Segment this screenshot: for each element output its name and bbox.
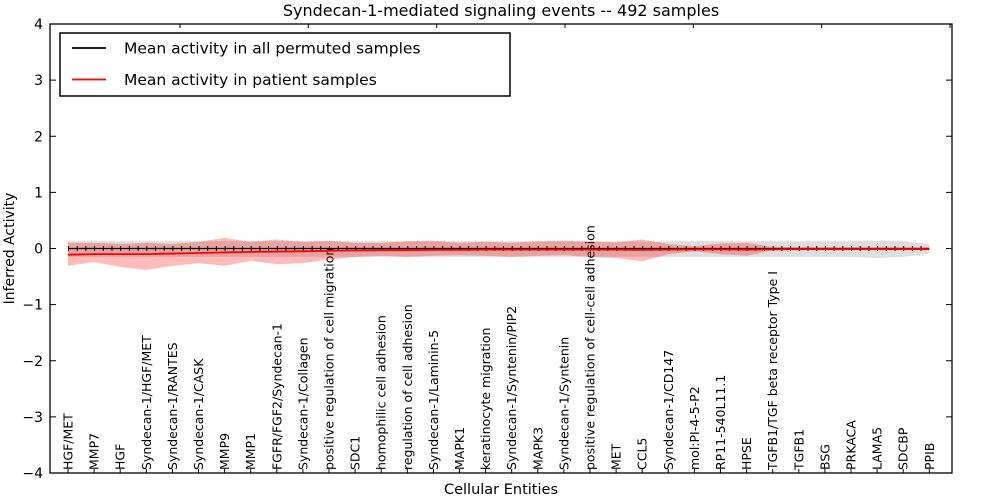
patient-std-band xyxy=(68,237,930,270)
x-tick-label: HGF xyxy=(113,444,128,470)
x-tick-label: Syndecan-1/CD147 xyxy=(661,350,676,470)
x-tick-label: MMP7 xyxy=(87,433,102,470)
x-tick-label: Syndecan-1/HGF/MET xyxy=(139,335,154,470)
x-tick-label: HPSE xyxy=(739,437,754,470)
y-tick-label: −2 xyxy=(22,354,43,370)
legend-box xyxy=(59,32,511,97)
x-tick-label: Syndecan-1/Laminin-5 xyxy=(426,330,441,470)
x-axis-tick-labels: HGF/MET MMP7 HGF Syndecan-1/HGF/MET Syndecan… xyxy=(61,225,937,471)
x-tick-label: SDC1 xyxy=(348,436,363,470)
x-tick-label: positive regulation of cell-cell adhesio… xyxy=(583,225,598,470)
x-tick-label: Syndecan-1/Collagen xyxy=(295,337,310,470)
x-tick-label: MAPK3 xyxy=(530,427,545,470)
x-tick-label: Syndecan-1/CASK xyxy=(191,358,206,470)
x-tick-label: SDCBP xyxy=(896,427,911,470)
x-tick-label: BSG xyxy=(817,444,832,470)
x-tick-label: LAMA5 xyxy=(870,427,885,470)
x-tick-label: MET xyxy=(609,443,624,470)
x-axis-ticks xyxy=(67,24,951,473)
x-tick-label: PPIB xyxy=(922,443,937,470)
y-tick-label: 2 xyxy=(34,129,43,145)
chart-title: Syndecan-1-mediated signaling events -- … xyxy=(283,1,719,20)
legend-entry-label: Mean activity in patient samples xyxy=(124,71,377,89)
x-tick-label: MMP9 xyxy=(217,433,232,470)
x-tick-label: CCL5 xyxy=(635,438,650,470)
x-tick-label: Syndecan-1/Syntenin/PIP2 xyxy=(504,306,519,470)
y-axis xyxy=(50,23,952,474)
x-axis-label: Cellular Entities xyxy=(444,482,558,498)
legend: Mean activity in all permuted samplesMea… xyxy=(59,32,511,97)
y-axis-label: Inferred Activity xyxy=(2,193,18,305)
y-tick-label: −3 xyxy=(22,410,43,426)
x-tick-label: keratinocyte migration xyxy=(478,328,493,470)
y-tick-label: −4 xyxy=(22,466,43,482)
x-tick-label: Syndecan-1/RANTES xyxy=(165,342,180,470)
x-tick-label: mol:PI-4-5-P2 xyxy=(687,386,702,470)
patient-mean-line xyxy=(67,248,930,256)
x-tick-label: HGF/MET xyxy=(61,413,76,470)
x-tick-label: MAPK1 xyxy=(452,427,467,470)
x-tick-label: TGFB1/TGF beta receptor Type I xyxy=(765,271,780,471)
x-tick-label: homophilic cell adhesion xyxy=(374,315,389,470)
y-tick-label: −1 xyxy=(22,298,43,314)
x-tick-label: Syndecan-1/Syntenin xyxy=(556,337,571,470)
x-tick-label: MMP1 xyxy=(243,433,258,470)
y-tick-label: 3 xyxy=(34,73,43,89)
x-tick-label: TGFB1 xyxy=(791,429,806,471)
x-tick-label: positive regulation of cell migration xyxy=(322,248,337,470)
x-tick-label: FGFR/FGF2/Syndecan-1 xyxy=(269,323,284,470)
legend-entry-label: Mean activity in all permuted samples xyxy=(124,40,421,58)
x-tick-label: PRKACA xyxy=(844,420,859,470)
y-tick-label: 4 xyxy=(34,17,43,33)
y-tick-label: 1 xyxy=(34,185,43,201)
y-tick-label: 0 xyxy=(34,242,43,258)
x-tick-label: RP11-540L11.1 xyxy=(713,375,728,470)
y-axis-tick-labels: −4 −3 −2 −1 0 1 2 3 4 xyxy=(22,17,43,482)
x-tick-label: regulation of cell adhesion xyxy=(400,304,415,470)
